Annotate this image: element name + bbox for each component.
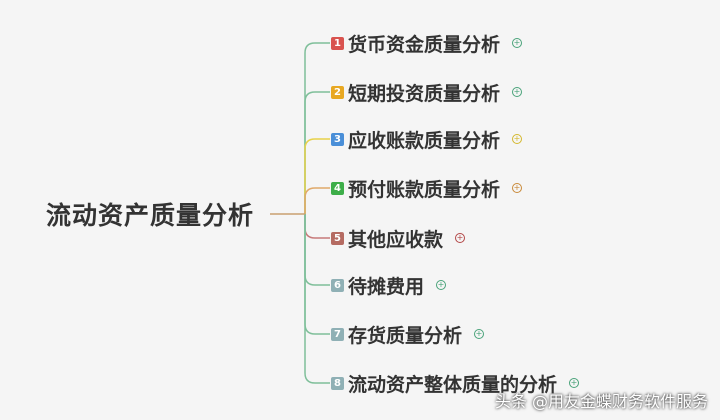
expand-plus-icon[interactable]: +: [455, 233, 466, 243]
branch-node-6[interactable]: 6 待摊费用 +: [331, 271, 447, 299]
priority-badge: 4: [331, 181, 344, 195]
branch-node-3[interactable]: 3 应收账款质量分析 +: [331, 125, 523, 153]
branch-label: 流动资产整体质量的分析: [348, 373, 558, 396]
expand-plus-icon[interactable]: +: [474, 329, 485, 339]
connector-line-2: [304, 91, 330, 214]
expand-plus-icon[interactable]: +: [512, 38, 523, 48]
priority-badge: 5: [331, 231, 344, 245]
root-topic[interactable]: 流动资产质量分析: [46, 201, 255, 230]
branch-label: 预付账款质量分析: [348, 178, 501, 201]
priority-badge: 3: [331, 132, 344, 146]
expand-plus-icon[interactable]: +: [512, 134, 523, 144]
expand-plus-icon[interactable]: +: [436, 280, 447, 290]
connector-line-8: [304, 214, 330, 384]
expand-plus-icon[interactable]: +: [512, 183, 523, 193]
priority-badge: 7: [331, 327, 344, 341]
branch-label: 存货质量分析: [348, 324, 463, 347]
expand-plus-icon[interactable]: +: [569, 378, 580, 388]
watermark: 头条 @用友金蝶财务软件服务: [494, 392, 708, 411]
expand-plus-icon[interactable]: +: [512, 87, 523, 97]
branch-node-8[interactable]: 8 流动资产整体质量的分析 +: [331, 369, 580, 397]
branch-label: 应收账款质量分析: [348, 129, 501, 152]
connector-line-3: [304, 138, 330, 214]
priority-badge: 8: [331, 376, 344, 390]
branch-node-1[interactable]: 1 货币资金质量分析 +: [331, 29, 523, 57]
connector-line-1: [304, 42, 330, 214]
priority-badge: 2: [331, 85, 344, 99]
branch-node-2[interactable]: 2 短期投资质量分析 +: [331, 78, 523, 106]
priority-badge: 6: [331, 278, 344, 292]
priority-badge: 1: [331, 36, 344, 50]
branch-label: 其他应收款: [348, 228, 444, 251]
connector-line-4: [304, 187, 330, 214]
connector-line-6: [304, 214, 330, 286]
connector-line-7: [304, 214, 330, 335]
branch-node-4[interactable]: 4 预付账款质量分析 +: [331, 174, 523, 202]
connector-line-5: [304, 214, 330, 239]
branch-label: 待摊费用: [348, 275, 425, 298]
branch-node-7[interactable]: 7 存货质量分析 +: [331, 320, 485, 348]
branch-label: 短期投资质量分析: [348, 82, 501, 105]
branch-label: 货币资金质量分析: [348, 33, 501, 56]
branch-node-5[interactable]: 5 其他应收款 +: [331, 224, 466, 252]
